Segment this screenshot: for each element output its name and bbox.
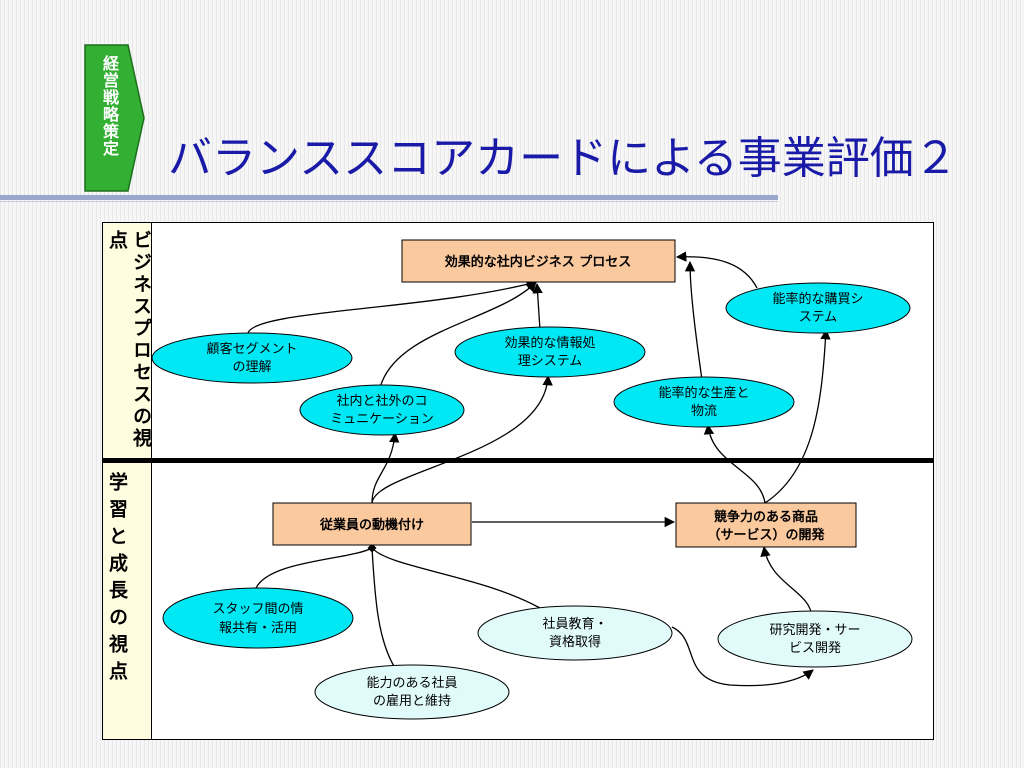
node-hiring: 能力のある社員 の雇用と維持 — [314, 664, 510, 720]
node-info-processing: 効果的な情報処 理システム — [454, 326, 646, 378]
node-label: 社員教育・ — [542, 616, 607, 632]
svg-text:理システム: 理システム — [518, 354, 583, 369]
svg-text:能力のある社員: 能力のある社員 — [366, 675, 457, 691]
arrow-purchasing-to-process — [675, 251, 758, 289]
node-education: 社員教育・ 資格取得 — [477, 605, 673, 661]
page-title: バランススコアカードによる事業評価２ — [168, 133, 958, 184]
line-hiring-to-motivation — [371, 547, 396, 669]
perspective-label-business-process: ビジネスプロセスの視点 — [106, 230, 152, 450]
svg-text:資格取得: 資格取得 — [549, 634, 601, 650]
perspective-label-learning-growth: 学習と成長の視点 — [106, 472, 128, 688]
section-tag: 経営戦略策定 — [100, 55, 119, 157]
node-label: 報共有・活用 — [219, 621, 297, 636]
svg-text:ステム: ステム — [799, 310, 838, 325]
node-label: （サービス）の開発 — [707, 527, 825, 543]
node-label: 社内と社外のコ — [336, 393, 427, 409]
perspective-column — [102, 222, 152, 740]
svg-text:効果的な情報処: 効果的な情報処 — [504, 335, 595, 351]
node-rnd: 研究開発・サー ビス開発 — [717, 610, 913, 668]
svg-text:物流: 物流 — [691, 404, 717, 419]
svg-text:報共有・活用: 報共有・活用 — [219, 621, 297, 636]
node-label: 顧客セグメント — [206, 341, 297, 357]
svg-text:ビス開発: ビス開発 — [789, 641, 841, 656]
arrow-competitive-to-production — [703, 423, 766, 504]
node-label: ステム — [799, 310, 838, 325]
node-customer-seg: 顧客セグメント の理解 — [151, 332, 353, 384]
section-tag-shape — [84, 44, 145, 192]
svg-text:スタッフ間の情: スタッフ間の情 — [212, 602, 303, 617]
arrow-motivation-to-communication — [371, 431, 400, 504]
arrow-communication-to-process — [379, 281, 537, 389]
node-business-process: 効果的な社内ビジネス プロセス — [401, 239, 676, 283]
arrow-competitive-to-purchasing — [764, 328, 831, 504]
node-label: 競争力のある商品 — [714, 509, 818, 525]
svg-text:効果的な社内ビジネス プロセス: 効果的な社内ビジネス プロセス — [445, 254, 632, 270]
svg-text:能率的な生産と: 能率的な生産と — [658, 385, 749, 401]
svg-text:ミュニケーション: ミュニケーション — [330, 412, 434, 427]
line-info-sharing-to-motivation — [255, 543, 377, 589]
arrow-info-processing-to-process — [532, 282, 543, 331]
svg-text:の理解: の理解 — [232, 360, 271, 375]
node-label: 物流 — [691, 404, 717, 419]
svg-text:顧客セグメント: 顧客セグメント — [206, 341, 297, 357]
node-label: 従業員の動機付け — [319, 517, 424, 533]
svg-text:社員教育・: 社員教育・ — [542, 616, 607, 632]
svg-text:研究開発・サー: 研究開発・サー — [769, 623, 860, 638]
node-competitive: 競争力のある商品 （サービス）の開発 — [675, 502, 857, 548]
node-label: 能力のある社員 — [366, 675, 457, 691]
line-education-to-motivation — [371, 547, 541, 609]
node-label: ミュニケーション — [330, 412, 434, 427]
node-label: 理システム — [518, 354, 583, 369]
svg-text:能率的な購買シ: 能率的な購買シ — [772, 291, 863, 307]
arrow-education-to-rnd — [671, 626, 814, 687]
perspective-divider — [102, 458, 934, 463]
node-label: の雇用と維持 — [373, 693, 451, 709]
node-label: 研究開発・サー — [769, 623, 860, 638]
svg-text:競争力のある商品: 競争力のある商品 — [714, 509, 818, 525]
svg-text:従業員の動機付け: 従業員の動機付け — [319, 517, 424, 533]
arrow-production-to-process — [684, 260, 703, 381]
arrow-rnd-to-competitive — [760, 545, 813, 618]
node-motivation: 従業員の動機付け — [272, 502, 472, 546]
title-rule — [0, 195, 778, 200]
node-communication: 社内と社外のコ ミュニケーション — [299, 384, 465, 436]
node-label: ビス開発 — [789, 641, 841, 656]
node-label: スタッフ間の情 — [212, 602, 303, 617]
node-purchasing: 能率的な購買シ ステム — [725, 282, 911, 334]
arrow-motivation-to-info-processing — [371, 374, 553, 504]
svg-text:（サービス）の開発: （サービス）の開発 — [707, 527, 825, 543]
node-info-sharing: スタッフ間の情 報共有・活用 — [162, 587, 354, 649]
svg-text:社内と社外のコ: 社内と社外のコ — [336, 393, 427, 409]
node-label: 能率的な購買シ — [772, 291, 863, 307]
node-production: 能率的な生産と 物流 — [613, 376, 795, 428]
arrow-customer-seg-to-process — [247, 279, 538, 334]
node-label: 資格取得 — [549, 634, 601, 650]
title-rule-thin — [0, 201, 778, 202]
node-label: の理解 — [232, 360, 271, 375]
svg-text:の雇用と維持: の雇用と維持 — [373, 693, 451, 709]
node-label: 効果的な社内ビジネス プロセス — [445, 254, 632, 270]
node-label: 効果的な情報処 — [504, 335, 595, 351]
node-label: 能率的な生産と — [658, 385, 749, 401]
